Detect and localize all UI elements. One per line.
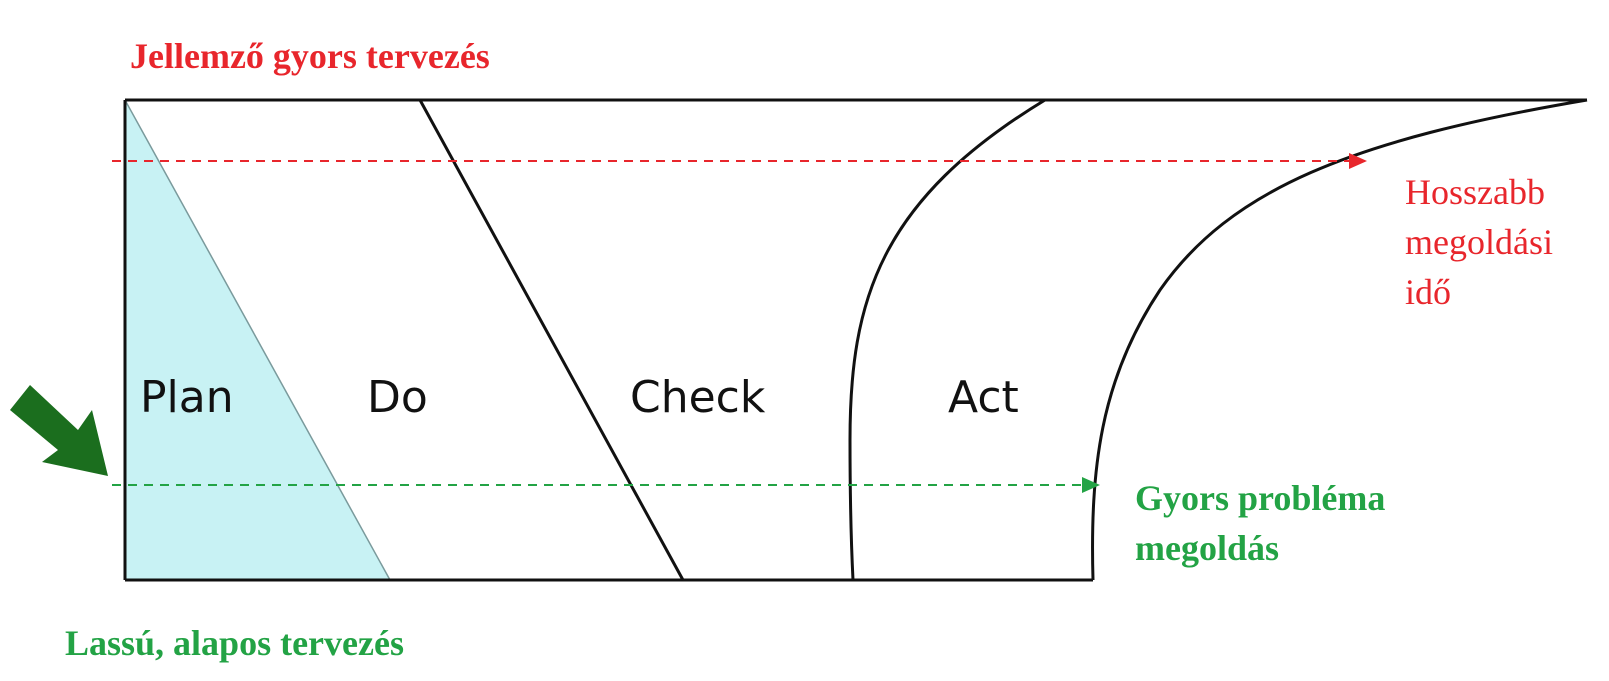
phase-label-do: Do (367, 372, 428, 423)
check-act-boundary-curve (848, 98, 1046, 581)
phase-label-act: Act (948, 372, 1019, 423)
phase-label-plan: Plan (140, 372, 234, 423)
do-check-boundary-line (418, 99, 685, 581)
plan-boundary-line (124, 99, 391, 581)
title-slow-planning: Lassú, alapos tervezés (65, 623, 404, 663)
annotation-longer-time-line3: idő (1405, 272, 1451, 312)
annotation-fast-solution-line2: megoldás (1135, 528, 1279, 568)
arrow-pointing-down-right-icon (10, 385, 108, 476)
act-outer-boundary-curve (1091, 98, 1588, 581)
phase-label-check: Check (630, 372, 766, 423)
annotation-fast-solution-line1: Gyors probléma (1135, 478, 1385, 518)
annotation-longer-time-line1: Hosszabb (1405, 172, 1545, 212)
title-fast-planning: Jellemző gyors tervezés (130, 36, 490, 76)
annotation-longer-time-line2: megoldási (1405, 222, 1553, 262)
